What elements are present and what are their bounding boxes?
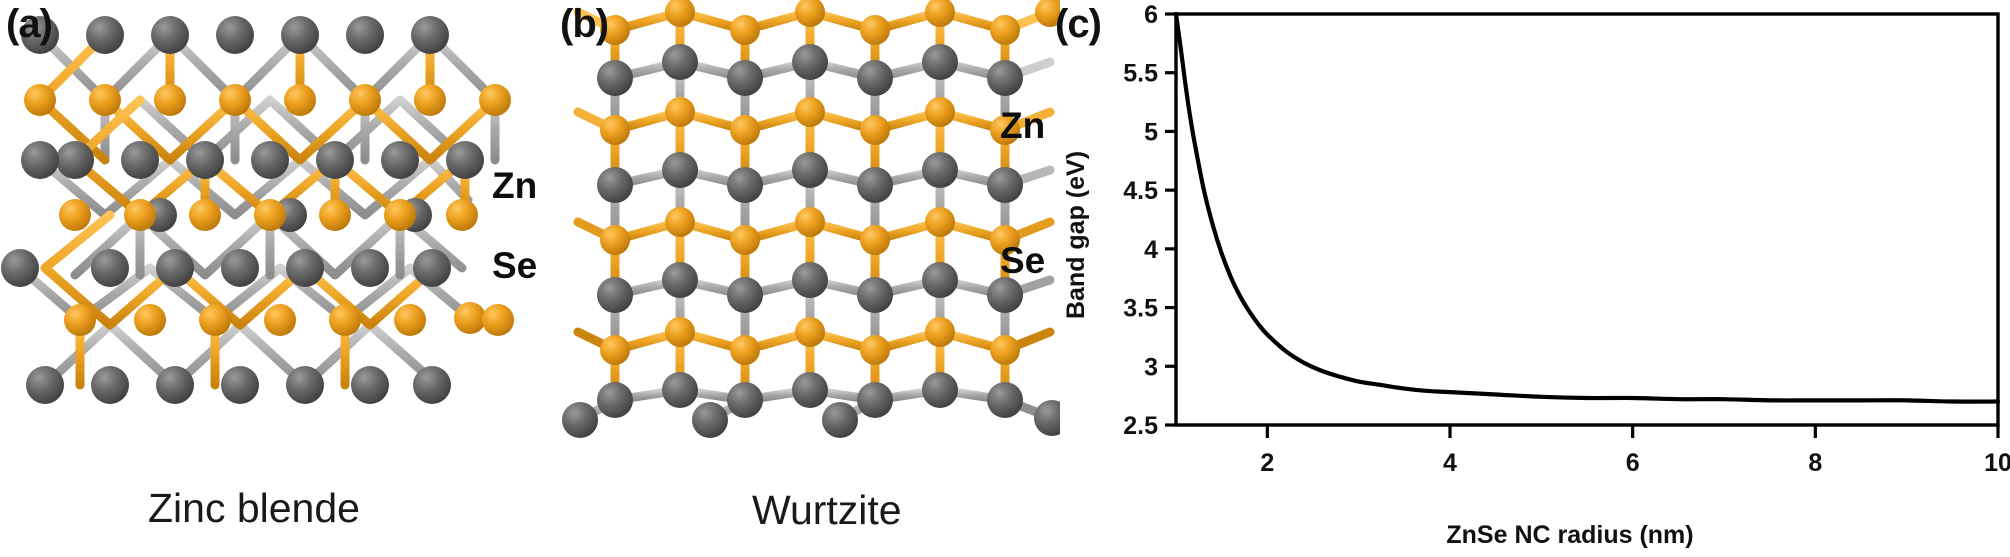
se-atom bbox=[600, 0, 1060, 365]
band-gap-curve bbox=[1173, 11, 2001, 404]
zn-atom bbox=[562, 44, 1060, 438]
y-axis-title: Band gap (eV) bbox=[1062, 151, 1090, 319]
x-tick-label: 4 bbox=[1443, 449, 1457, 477]
y-tick-label: 3 bbox=[1144, 353, 1158, 381]
zinc-blende-structure bbox=[0, 0, 545, 470]
band-gap-chart: 2.5 3 3.5 4 4.5 5 5.5 6 2 4 6 8 10 ZnSe NC radius (… bbox=[1060, 0, 2010, 557]
bond-network-a bbox=[15, 30, 500, 390]
panel-label-c: (c) bbox=[1055, 2, 1102, 46]
y-tick-label: 3.5 bbox=[1123, 295, 1158, 323]
x-tick-label: 6 bbox=[1626, 449, 1640, 477]
y-tick-label: 5.5 bbox=[1123, 60, 1158, 88]
x-tick-label: 10 bbox=[1984, 449, 2010, 477]
plot-frame bbox=[1174, 12, 2000, 427]
atom-spheres-a bbox=[1, 16, 514, 404]
legend-label-zn-b: Zn bbox=[1000, 105, 1046, 146]
caption-wurtzite: Wurtzite bbox=[752, 487, 902, 533]
x-tick-label: 8 bbox=[1808, 449, 1822, 477]
y-tick-label: 6 bbox=[1144, 1, 1158, 29]
plot-border bbox=[1174, 12, 2000, 427]
caption-zinc-blende: Zinc blende bbox=[148, 485, 360, 531]
y-tick-label: 2.5 bbox=[1123, 412, 1158, 440]
se-atom bbox=[24, 84, 514, 336]
y-tick-label: 4 bbox=[1144, 236, 1158, 264]
y-axis-ticks: 2.5 3 3.5 4 4.5 5 5.5 6 bbox=[1123, 1, 1176, 440]
y-tick-label: 5 bbox=[1144, 118, 1158, 146]
legend-label-se-a: Se bbox=[492, 245, 538, 286]
y-tick-label: 4.5 bbox=[1123, 177, 1158, 205]
x-tick-label: 2 bbox=[1260, 449, 1274, 477]
zn-atom bbox=[1, 16, 484, 404]
legend-label-zn-a: Zn bbox=[492, 165, 538, 206]
panel-label-b: (b) bbox=[560, 2, 609, 46]
x-axis-title: ZnSe NC radius (nm) bbox=[1446, 521, 1693, 549]
atom-spheres-b bbox=[562, 0, 1060, 438]
x-axis-ticks: 2 4 6 8 10 bbox=[1260, 425, 2010, 477]
panel-label-a: (a) bbox=[6, 2, 53, 46]
bond-network-b bbox=[573, 7, 1057, 425]
legend-label-se-b: Se bbox=[1000, 240, 1046, 281]
wurtzite-structure bbox=[560, 0, 1060, 480]
